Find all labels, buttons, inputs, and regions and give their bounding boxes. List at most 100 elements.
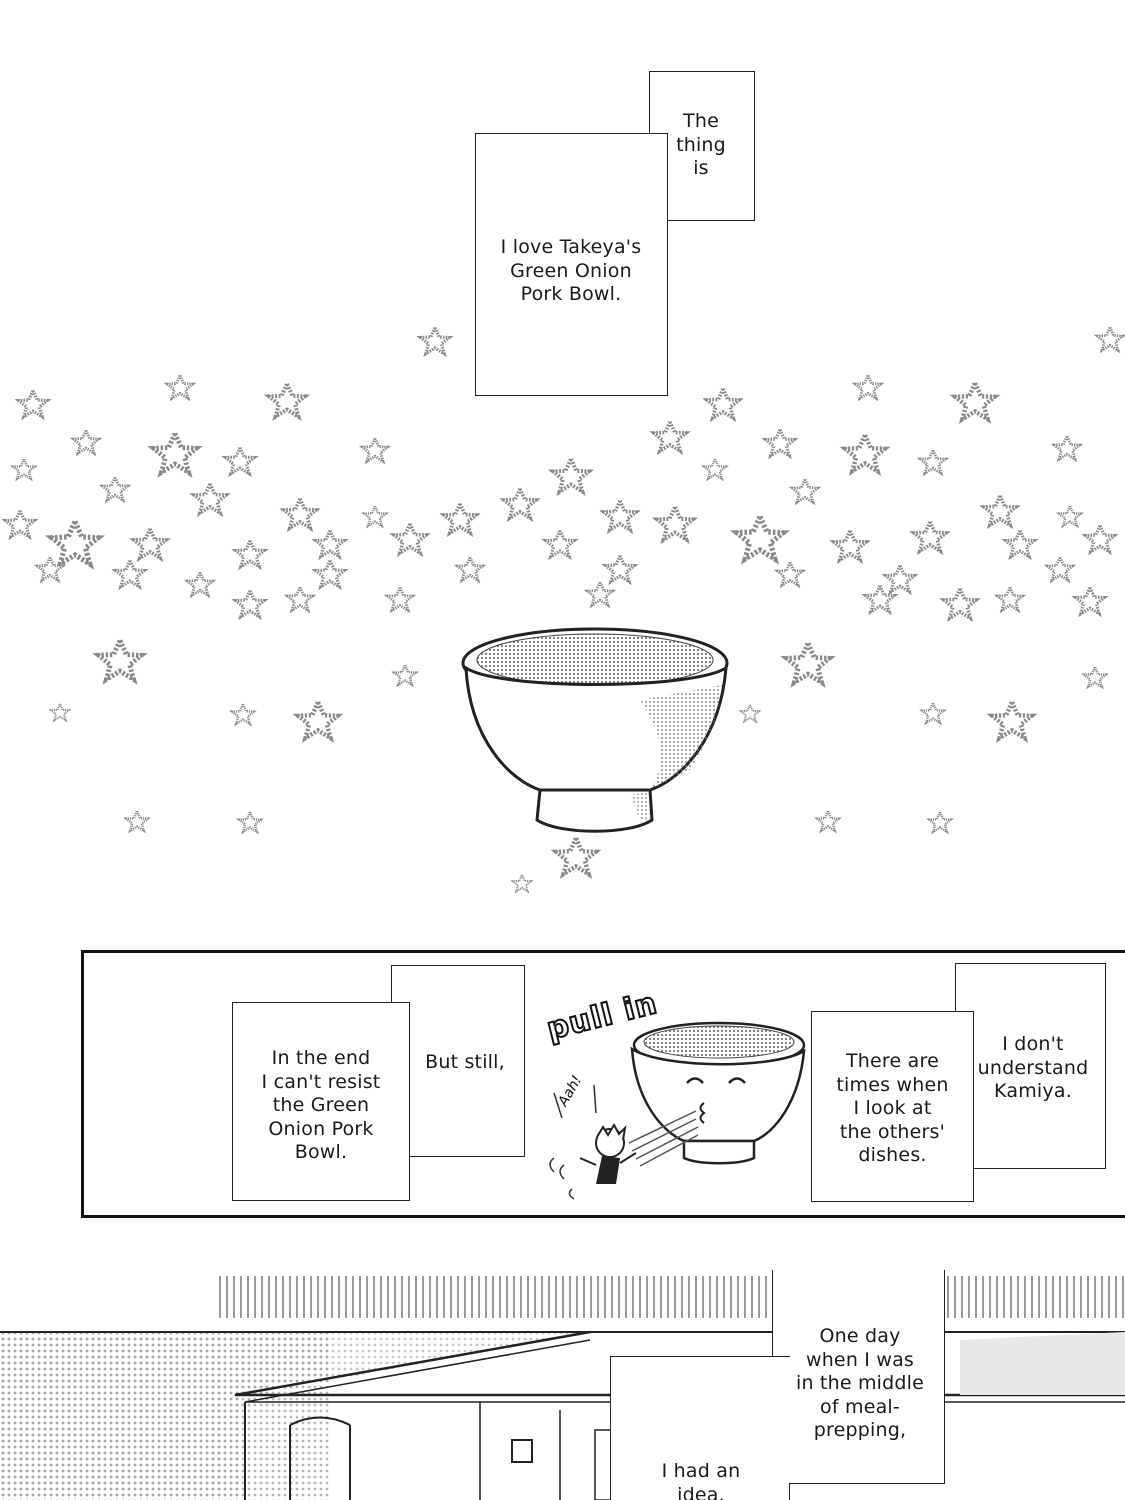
star-icon [1004,528,1036,559]
star-icon [101,475,129,502]
star-icon [442,501,478,535]
star-icon [703,458,727,480]
star-icon [912,519,948,553]
star-icon [286,586,314,612]
star-icon [652,419,688,453]
star-icon [12,458,36,480]
caption-text-dont-understand: I don't understand Kamiya. [977,1033,1089,1102]
star-icon [114,558,146,589]
star-icon [740,704,760,723]
star-icon [919,448,947,475]
star-icon [942,586,978,620]
star-icon [17,389,49,419]
star-icon [655,505,695,542]
star-icon [231,703,255,725]
star-icon [456,556,484,582]
star-icon [282,496,318,530]
star-icon [884,563,916,594]
caption-box-one-day [772,1270,945,1484]
star-icon [705,386,741,420]
star-icon [392,521,428,555]
star-icon [363,505,387,527]
star-icon [791,477,819,504]
star-icon [298,702,337,738]
panel-bowl-stars: The thing is I love Takeya's Green Onion… [4,71,1124,893]
wall-box [511,1439,533,1463]
star-icon [36,556,64,582]
star-icon [1096,325,1124,352]
star-icon [737,517,783,559]
caption-box-dont-understand [955,963,1106,1169]
stars-background [4,325,1124,893]
star-icon [132,526,168,560]
star-icon [992,702,1031,738]
star-icon [50,703,70,722]
star-icon [1046,556,1074,582]
star-icon [864,583,896,614]
star-icon [267,382,307,419]
star-icon [361,436,389,463]
building-scene [0,1276,1125,1500]
star-icon [1074,585,1106,616]
fence-texture [218,1276,1125,1318]
star-icon [556,838,595,874]
caption-box-cant-resist [232,1002,410,1201]
star-icon [602,498,638,532]
panel-captions-chibi: pull in Aah! But still, In the end I can… [81,950,1125,1218]
caption-text-one-day: One day when I was in the middle of meal… [795,1325,925,1441]
star-icon [512,874,532,893]
star-icon [982,493,1018,527]
caption-text-others-dishes: There are times when I look at the other… [836,1050,949,1166]
caption-box-had-an-idea [610,1356,790,1500]
star-icon [502,486,538,520]
star-icon [832,528,868,562]
suction-lines [628,1110,699,1167]
star-icon [99,640,142,679]
star-icon [787,643,830,682]
caption-box-love-pork-bowl [475,133,668,396]
star-icon [586,581,614,607]
caption-text-had-an-idea: I had an idea. [661,1460,741,1500]
star-icon [125,810,149,832]
caption-text-love-pork-bowl: I love Takeya's Green Onion Pork Bowl. [500,236,642,305]
star-icon [845,435,884,471]
star-icon [72,428,100,455]
star-icon [238,811,262,833]
caption-text-but-still: But still, [425,1051,505,1073]
star-icon [1083,666,1107,688]
star-icon [1084,523,1116,554]
star-icon [234,538,266,569]
star-icon [192,481,228,515]
star-icon [996,586,1024,612]
bowl-with-face-icon [630,1021,806,1165]
star-icon [928,811,952,833]
star-icon [154,433,197,472]
star-icon [764,428,796,458]
star-icon [314,558,346,589]
star-icon [393,664,417,686]
star-icon [386,586,414,612]
chibi-character [549,1123,637,1200]
star-icon [544,528,576,559]
star-icon [52,522,98,564]
star-icon [816,810,840,832]
star-icon [419,326,451,356]
panel-building: One day when I was in the middle of meal… [0,1270,1125,1500]
surprise-lines [553,1084,597,1119]
caption-text-the-thing-is: The thing is [676,110,726,179]
star-icon [234,588,266,619]
star-icon [1058,505,1082,527]
star-icon [4,509,36,539]
star-icon [551,457,591,494]
star-icon [921,702,945,724]
chibi-illustration [549,1021,806,1200]
star-icon [166,373,194,400]
star-icon [1053,434,1081,461]
rice-bowl-illustration [461,627,729,833]
star-icon [224,446,256,476]
caption-text-cant-resist: In the end I can't resist the Green Onio… [261,1047,381,1163]
star-icon [776,561,804,587]
caption-box-others-dishes [811,1011,974,1202]
star-icon [854,373,882,400]
star-icon [955,383,994,419]
